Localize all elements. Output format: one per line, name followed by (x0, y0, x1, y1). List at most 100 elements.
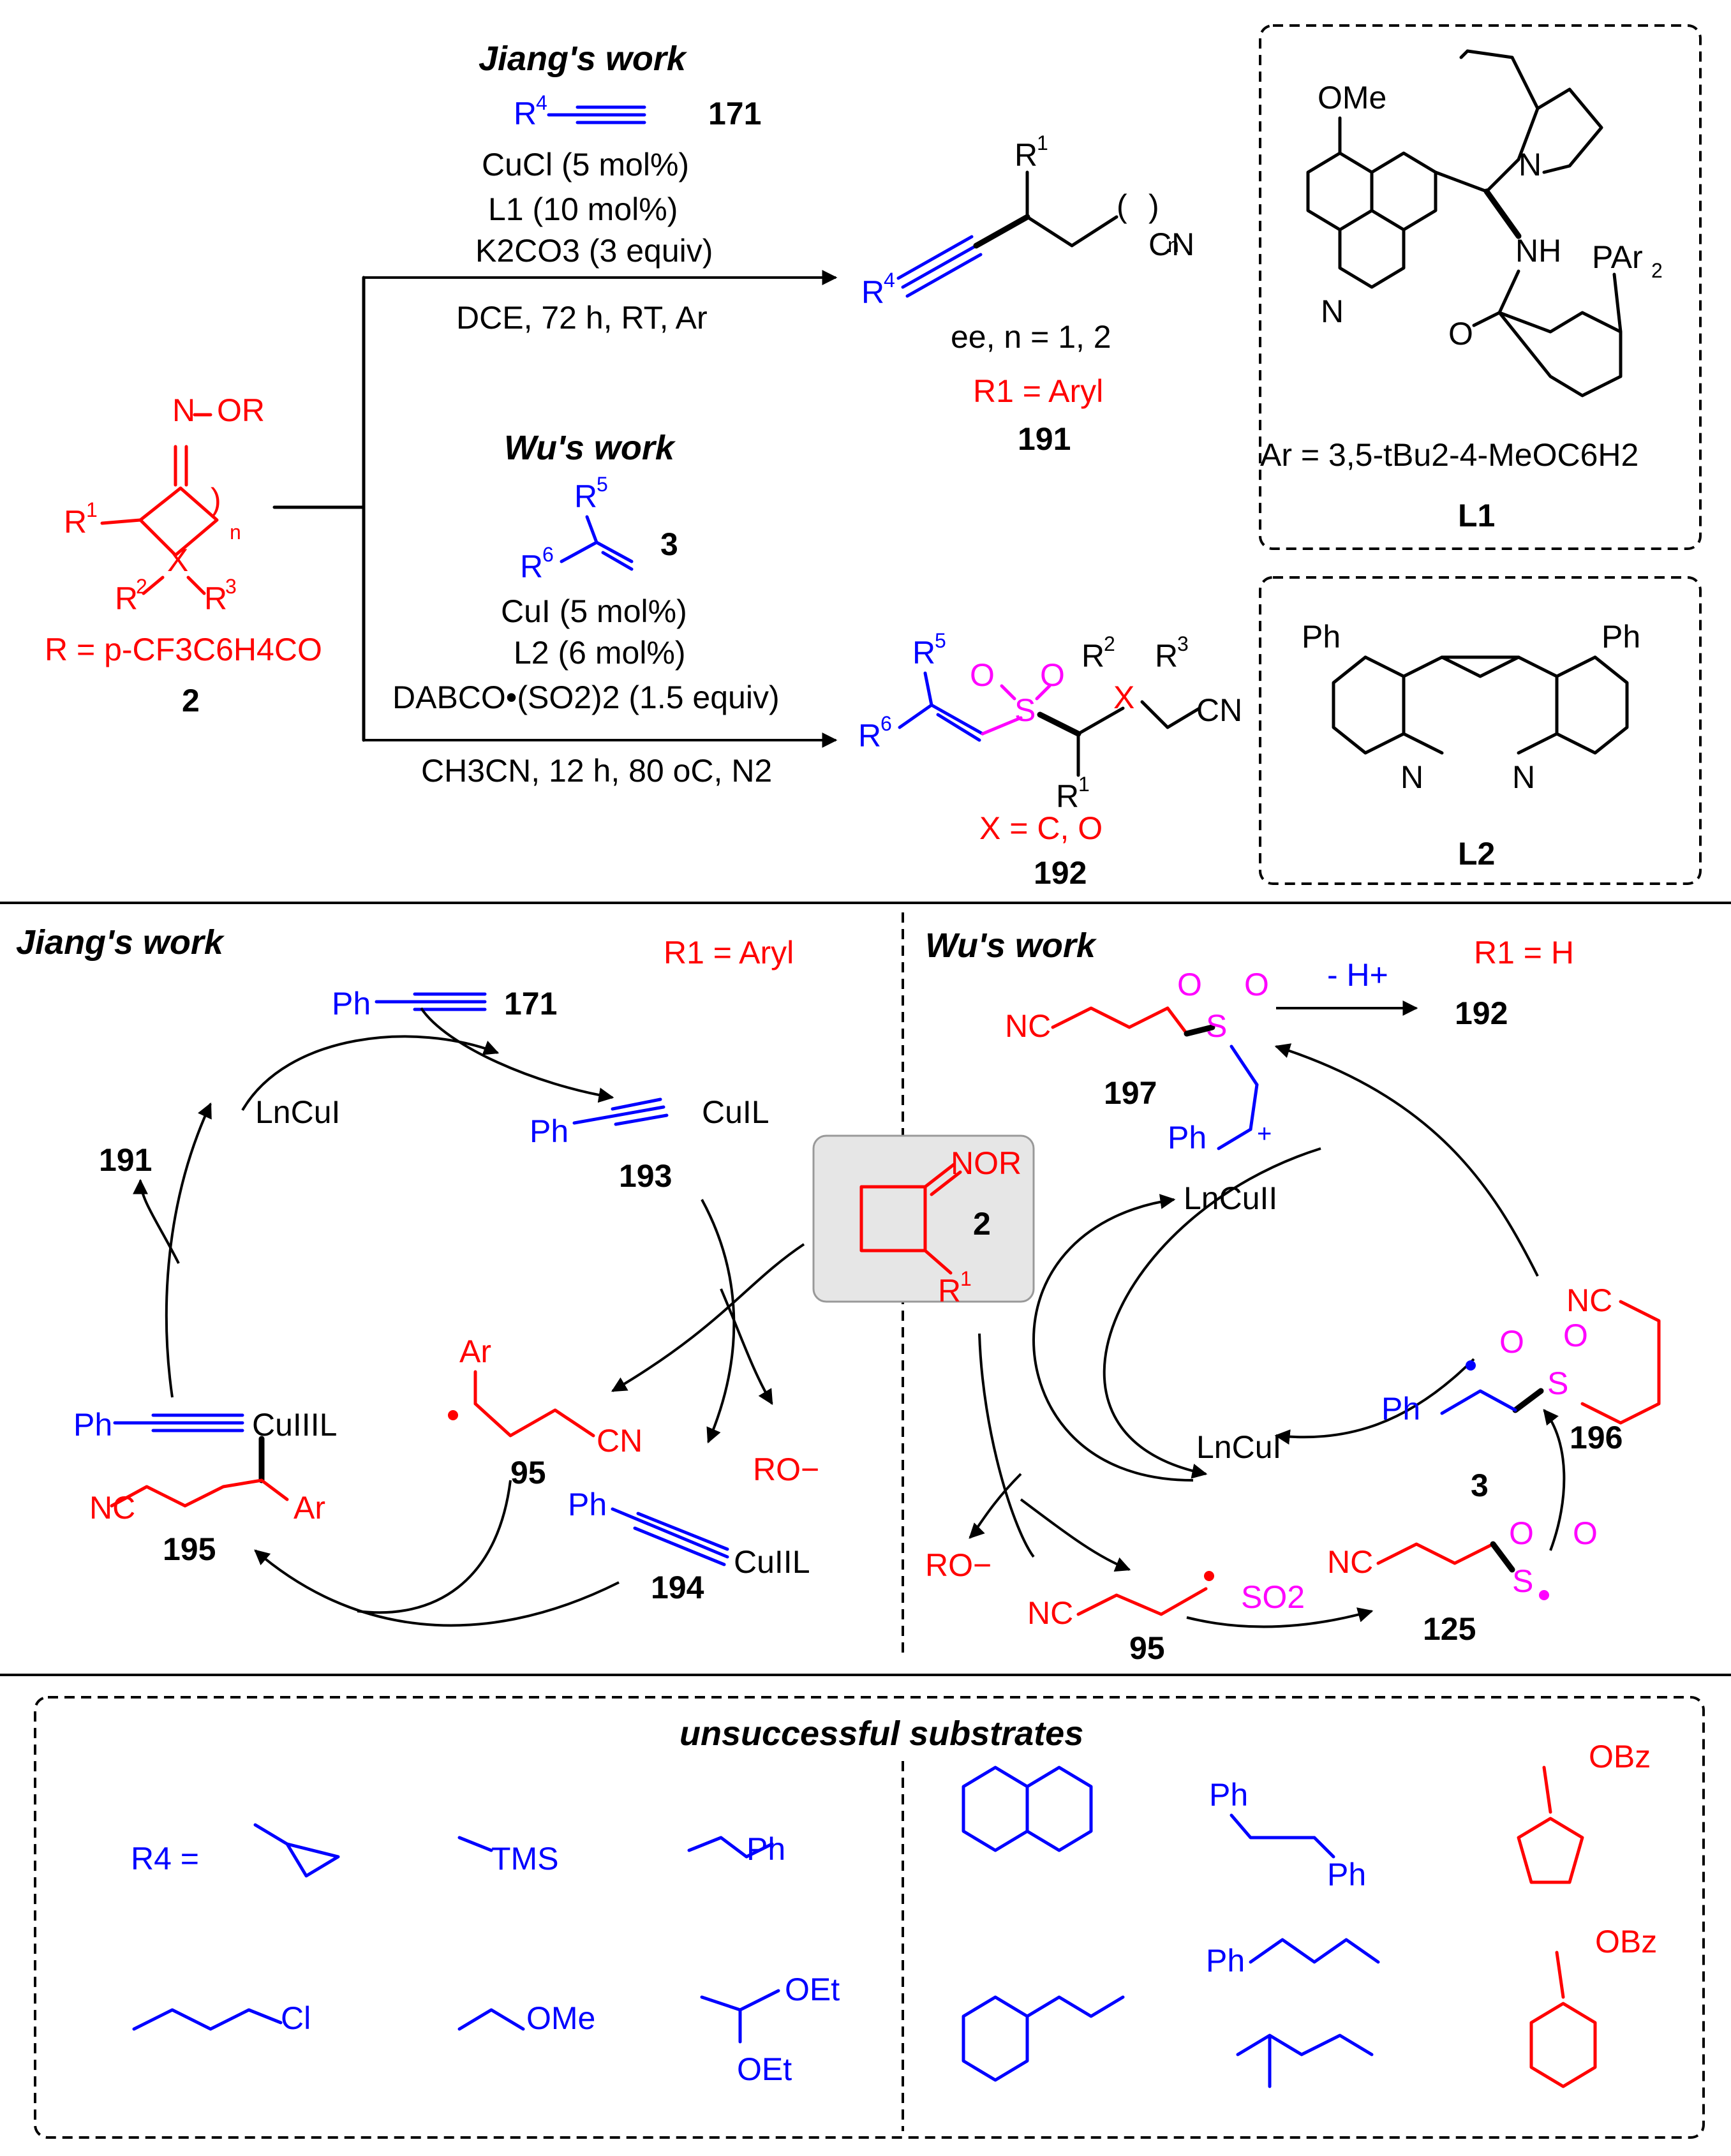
mech-191-number: 191 (99, 1142, 152, 1178)
intermediate-194-structure: Ph CuIIL (568, 1487, 810, 1580)
svg-text:Ph: Ph (1381, 1391, 1420, 1427)
svg-text:S: S (1014, 692, 1036, 728)
r4-oet-2: OEt (737, 2051, 792, 2087)
mech-h-minus: - H+ (1327, 957, 1388, 993)
intermediate-197-structure: NC S O O Ph + (1005, 967, 1272, 1156)
wu-condition-3: DABCO•(SO2)2 (1.5 equiv) (392, 680, 780, 715)
svg-text:O: O (1499, 1324, 1524, 1360)
ligand-l2-structure: Ph Ph N N (1302, 619, 1640, 795)
svg-text:(: ( (1117, 188, 1127, 224)
svg-text:S: S (1547, 1365, 1568, 1401)
svg-text:n: n (1168, 234, 1179, 256)
ligand-l2-box (1259, 576, 1702, 885)
wu-condition-1: CuI (5 mol%) (501, 593, 687, 629)
diene-bond (1249, 1938, 1380, 1964)
svg-text:CN: CN (1148, 227, 1194, 262)
svg-text:2: 2 (1104, 632, 1115, 655)
stilbene-bond (1230, 1813, 1335, 1859)
svg-text:R: R (938, 1273, 961, 1309)
svg-text:NC: NC (1027, 1595, 1073, 1631)
wu-mech-note: R1 = H (1474, 935, 1574, 970)
mech-196-number: 196 (1570, 1420, 1623, 1455)
svg-text:NC: NC (89, 1490, 135, 1526)
svg-text:R: R (1155, 638, 1178, 674)
oxime-cyclopentane (1517, 1766, 1584, 1884)
svg-text:PAr: PAr (1592, 239, 1643, 275)
svg-text:R: R (861, 274, 884, 310)
svg-text:4: 4 (536, 91, 547, 114)
svg-text:6: 6 (542, 543, 554, 566)
svg-text:R: R (912, 635, 935, 671)
svg-text:O: O (1573, 1515, 1598, 1551)
jiang-condition-1: CuCl (5 mol%) (482, 147, 689, 182)
svg-text:X: X (1113, 680, 1134, 715)
svg-text:N: N (1512, 759, 1535, 795)
radical-95-structure: Ar CN (448, 1334, 643, 1459)
mech-171-number: 171 (504, 986, 557, 1022)
svg-text:R: R (204, 581, 227, 616)
mech-194-number: 194 (651, 1570, 704, 1605)
mech-ro-right: RO− (925, 1547, 992, 1583)
ligand-l1-caption: Ar = 3,5-tBu2-4-MeOC6H2 (1260, 437, 1638, 473)
svg-text:R: R (858, 718, 881, 754)
unsuccessful-title: unsuccessful substrates (680, 1714, 1083, 1753)
wu-condition-4: CH3CN, 12 h, 80 oC, N2 (421, 753, 772, 789)
mech-197-number: 197 (1104, 1075, 1157, 1111)
svg-text:Ph: Ph (1302, 619, 1341, 655)
dihydronaphthalene (962, 1766, 1093, 1852)
svg-text:): ) (1148, 188, 1159, 224)
svg-text:O: O (1244, 967, 1269, 1002)
svg-text:Ph: Ph (1168, 1120, 1207, 1156)
mechanism-panel: Jiang's work R1 = Aryl Ph 171 LnCuI Ph C… (16, 912, 1661, 1666)
svg-text:R: R (520, 549, 543, 584)
svg-text:R: R (1056, 778, 1079, 814)
mech-125-number: 125 (1423, 1611, 1476, 1647)
svg-text:3: 3 (1177, 632, 1189, 655)
svg-text:X: X (167, 542, 188, 578)
svg-text:O: O (1040, 657, 1065, 693)
ligand-l1-number: L1 (1458, 498, 1495, 533)
svg-text:NOR: NOR (951, 1145, 1022, 1181)
jiang-mech-title: Jiang's work (16, 923, 225, 962)
svg-text:CuIIL: CuIIL (734, 1544, 810, 1580)
jiang-condition-3: K2CO3 (3 equiv) (475, 233, 713, 269)
svg-text:1: 1 (960, 1267, 972, 1290)
product-192-number: 192 (1034, 855, 1087, 891)
jiang-condition-2: L1 (10 mol%) (488, 191, 678, 227)
svg-text:R: R (1081, 638, 1104, 674)
mech-2-number: 2 (973, 1206, 991, 1242)
r4-tms: TMS (491, 1841, 559, 1877)
product-192-structure: R 5 R 6 S O O R 1 X R 2 R 3 CN (858, 629, 1242, 814)
product-191-structure: R 4 R 1 ( ) n CN (861, 131, 1194, 310)
intermediate-196-structure: NC S O O Ph (1381, 1282, 1661, 1427)
ligand-l1-structure: OMe N N NH O PAr 2 (1306, 49, 1663, 398)
alkyne-number: 171 (708, 96, 761, 131)
unsuccessful-box (34, 1696, 1705, 2139)
product-191-number: 191 (1018, 421, 1071, 457)
mech-cu1-label-a: LnCuI (255, 1094, 340, 1130)
product-191-note-1: ee, n = 1, 2 (951, 319, 1111, 355)
svg-text:Ar: Ar (459, 1334, 491, 1369)
mech-cu2-label: LnCuII (1184, 1180, 1277, 1216)
intermediate-195-structure: Ph CuIIIL NC Ar (73, 1407, 337, 1526)
svg-text:O: O (1448, 316, 1473, 352)
mech-ro-left: RO− (753, 1452, 819, 1487)
mech-192-number: 192 (1455, 995, 1508, 1031)
svg-text:Ph: Ph (1601, 619, 1640, 655)
unsuccessful-substrates-panel: unsuccessful substrates R4 = TMS Ph Cl O… (34, 1696, 1705, 2139)
wu-condition-2: L2 (6 mol%) (514, 635, 686, 671)
svg-text:2: 2 (136, 575, 147, 598)
svg-text:R: R (514, 96, 537, 131)
cyclopropyl-group (253, 1823, 340, 1878)
diene-ph: Ph (1206, 1943, 1245, 1979)
svg-text:R: R (64, 504, 87, 540)
svg-text:Ar: Ar (293, 1490, 325, 1526)
chloropropyl-bond (132, 2008, 283, 2031)
substrate-r-definition: R = p-CF3C6H4CO (45, 632, 322, 667)
svg-text:N: N (1400, 759, 1423, 795)
svg-text:Ph: Ph (530, 1113, 568, 1149)
svg-text:S: S (1206, 1008, 1227, 1044)
product-192-note: X = C, O (979, 810, 1103, 846)
svg-text:3: 3 (225, 575, 237, 598)
ligand-l2-number: L2 (1458, 836, 1495, 872)
